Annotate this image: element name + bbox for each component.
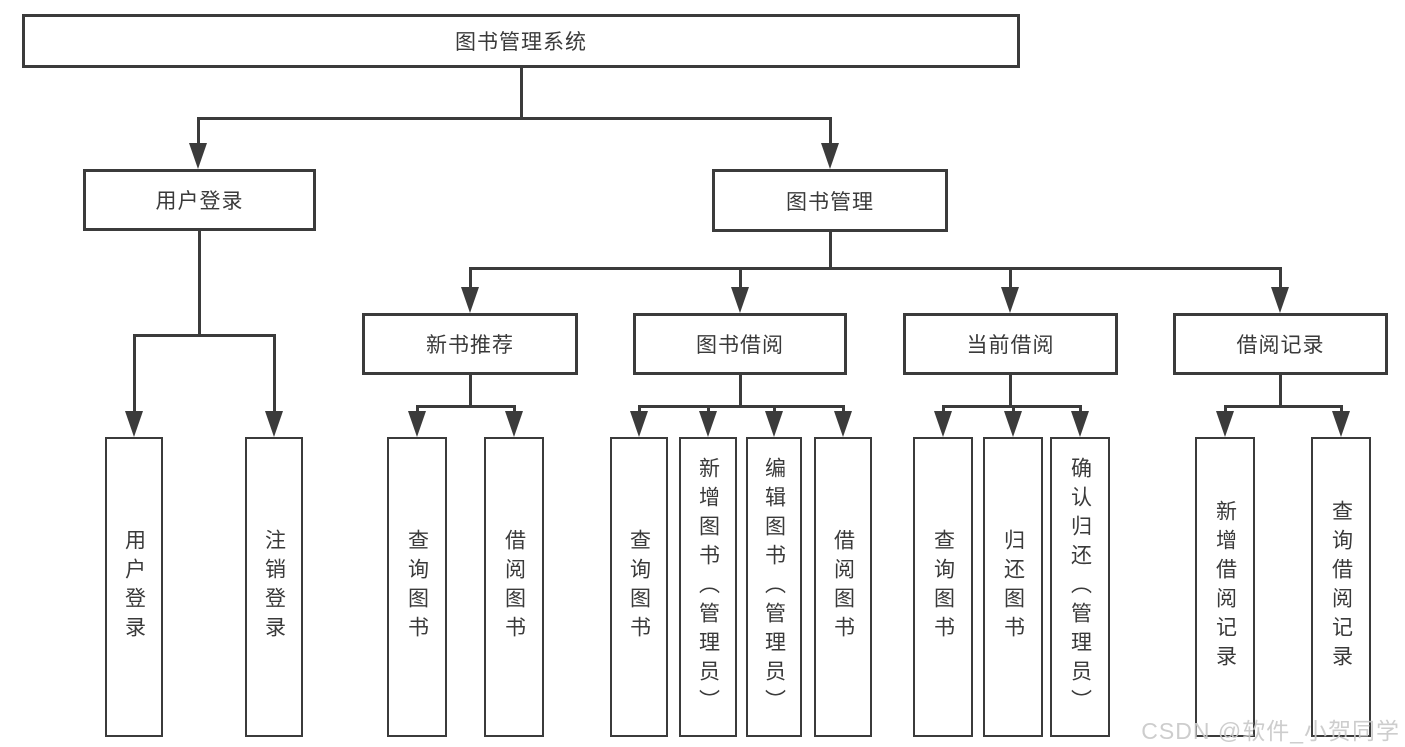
arrowhead-leaf-logout — [265, 411, 283, 437]
leaf-label: 借阅图书 — [831, 529, 855, 645]
leaf-user-login: 用户登录 — [105, 437, 163, 737]
node-user-login: 用户登录 — [83, 169, 316, 231]
connector-nbr-rail — [416, 405, 515, 408]
connector-cb-stem — [1009, 375, 1012, 407]
leaf-cb-return-books: 归还图书 — [983, 437, 1043, 737]
connector-stem-br-query — [1340, 405, 1343, 415]
leaf-cb-query-books: 查询图书 — [913, 437, 973, 737]
arrowhead-cb-query — [934, 411, 952, 437]
connector-stem-bb-add — [707, 405, 710, 415]
connector-stem-br-add — [1224, 405, 1227, 415]
connector-stem-bb-borrow — [842, 405, 845, 415]
node-borrowing-records: 借阅记录 — [1173, 313, 1388, 375]
connector-stem-new-book-rec — [469, 267, 472, 289]
node-new-book-recommend: 新书推荐 — [362, 313, 578, 375]
leaf-br-query-record: 查询借阅记录 — [1311, 437, 1371, 737]
leaf-label: 查询图书 — [931, 529, 955, 645]
connector-root-rail — [197, 117, 831, 120]
connector-user-login-stem — [198, 231, 201, 336]
node-book-management: 图书管理 — [712, 169, 948, 232]
node-label: 图书管理 — [786, 190, 874, 214]
arrowhead-book-borrow — [731, 287, 749, 313]
connector-stem-bb-edit — [773, 405, 776, 415]
connector-stem-bb-query — [638, 405, 641, 415]
connector-stem-user-login — [197, 117, 200, 147]
arrowhead-br-query — [1332, 411, 1350, 437]
node-label: 新书推荐 — [426, 334, 514, 357]
connector-stem-current-borrow — [1009, 267, 1012, 289]
connector-book-mgmt-stem — [829, 232, 832, 269]
connector-br-stem — [1279, 375, 1282, 407]
node-book-borrowing: 图书借阅 — [633, 313, 847, 375]
node-label: 借阅记录 — [1236, 334, 1325, 357]
leaf-label: 归还图书 — [1001, 529, 1025, 645]
arrowhead-borrow-record — [1271, 287, 1289, 313]
leaf-nbr-query-books: 查询图书 — [387, 437, 447, 737]
leaf-br-add-record: 新增借阅记录 — [1195, 437, 1255, 737]
leaf-label: 查询借阅记录 — [1329, 500, 1353, 674]
connector-root-stem — [520, 68, 523, 119]
arrowhead-user-login — [189, 143, 207, 169]
arrowhead-bb-borrow — [834, 411, 852, 437]
arrowhead-br-add — [1216, 411, 1234, 437]
arrowhead-current-borrow — [1001, 287, 1019, 313]
connector-bb-rail — [638, 405, 844, 408]
node-library-management-system: 图书管理系统 — [22, 14, 1020, 68]
connector-br-rail — [1224, 405, 1342, 408]
connector-user-login-rail — [133, 334, 275, 337]
connector-stem-nbr-borrow — [513, 405, 516, 415]
leaf-logout: 注销登录 — [245, 437, 303, 737]
connector-stem-leaf-login — [133, 334, 136, 413]
arrowhead-new-book-rec — [461, 287, 479, 313]
leaf-label: 新增图书（管理员） — [696, 456, 720, 718]
leaf-label: 借阅图书 — [502, 529, 526, 645]
connector-stem-cb-query — [942, 405, 945, 415]
leaf-bb-borrow-books: 借阅图书 — [814, 437, 872, 737]
connector-stem-borrow-record — [1279, 267, 1282, 289]
arrowhead-nbr-borrow — [505, 411, 523, 437]
leaf-bb-query-books: 查询图书 — [610, 437, 668, 737]
arrowhead-leaf-login — [125, 411, 143, 437]
connector-stem-book-borrow — [739, 267, 742, 289]
connector-stem-book-mgmt — [829, 117, 832, 147]
node-label: 图书借阅 — [696, 334, 784, 357]
arrowhead-bb-add — [699, 411, 717, 437]
connector-cb-rail — [942, 405, 1081, 408]
arrowhead-bb-query — [630, 411, 648, 437]
csdn-watermark: CSDN @软件_小贺同学 — [1141, 718, 1400, 744]
arrowhead-nbr-query — [408, 411, 426, 437]
leaf-label: 查询图书 — [405, 529, 429, 645]
leaf-label: 编辑图书（管理员） — [762, 456, 786, 718]
leaf-label: 新增借阅记录 — [1213, 500, 1237, 674]
leaf-nbr-borrow-books: 借阅图书 — [484, 437, 544, 737]
node-label: 当前借阅 — [966, 334, 1055, 357]
connector-book-mgmt-rail — [469, 267, 1281, 270]
arrowhead-cb-return — [1004, 411, 1022, 437]
node-current-borrowing: 当前借阅 — [903, 313, 1118, 375]
arrowhead-cb-confirm — [1071, 411, 1089, 437]
node-label: 用户登录 — [155, 190, 244, 213]
connector-bb-stem — [739, 375, 742, 407]
leaf-label: 确认归还（管理员） — [1068, 456, 1092, 718]
connector-stem-leaf-logout — [273, 334, 276, 413]
arrowhead-bb-edit — [765, 411, 783, 437]
leaf-bb-edit-books-admin: 编辑图书（管理员） — [746, 437, 802, 737]
leaf-cb-confirm-return-admin: 确认归还（管理员） — [1050, 437, 1110, 737]
leaf-bb-add-books-admin: 新增图书（管理员） — [679, 437, 737, 737]
leaf-label: 用户登录 — [122, 529, 146, 645]
connector-stem-cb-confirm — [1079, 405, 1082, 415]
connector-nbr-stem — [469, 375, 472, 407]
node-label: 图书管理系统 — [455, 31, 587, 54]
connector-stem-nbr-query — [416, 405, 419, 415]
connector-stem-cb-return — [1012, 405, 1015, 415]
arrowhead-book-mgmt — [821, 143, 839, 169]
leaf-label: 注销登录 — [262, 529, 286, 645]
leaf-label: 查询图书 — [627, 529, 651, 645]
